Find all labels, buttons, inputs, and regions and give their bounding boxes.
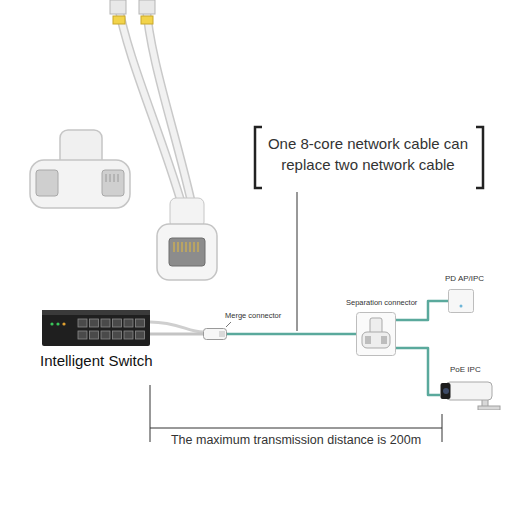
node-label: Intelligent Switch — [40, 352, 153, 369]
merge-connector-node: Merge connector — [203, 328, 227, 340]
device-icon — [113, 319, 122, 327]
port-pins — [106, 174, 118, 182]
device-icon — [124, 331, 133, 339]
device-icon — [203, 328, 227, 340]
device-icon — [478, 406, 500, 410]
label-anchor: Intelligent Switch — [40, 352, 153, 370]
device-icon — [101, 319, 110, 327]
device-icon — [50, 322, 53, 325]
leader-line — [226, 322, 231, 327]
device-icon — [42, 310, 150, 346]
device-icon — [204, 329, 227, 340]
device-icon — [62, 322, 65, 325]
cable-outline — [146, 4, 192, 205]
device-icon — [78, 331, 87, 339]
splitter-port — [102, 170, 124, 196]
title-bracket — [476, 127, 483, 188]
camera-node: PoE IPC — [440, 380, 502, 410]
device-icon — [219, 331, 225, 337]
switch-node: Intelligent Switch — [42, 310, 150, 346]
yellow-band — [141, 16, 153, 24]
separation-connector-node: Separation connector — [356, 312, 396, 356]
rj45-plug — [110, 0, 126, 14]
splitter-port — [36, 170, 58, 196]
device-icon — [90, 331, 99, 339]
label-anchor: Separation connector — [346, 291, 417, 309]
yellow-band — [113, 16, 125, 24]
device-icon — [460, 305, 463, 308]
device-icon — [449, 290, 474, 313]
device-icon — [42, 310, 150, 315]
jack-opening — [169, 238, 205, 266]
rj45-jack-housing — [157, 224, 217, 280]
node-label: PoE IPC — [450, 365, 481, 374]
device-icon — [381, 336, 387, 344]
device-icon — [357, 313, 396, 356]
device-icon — [440, 380, 502, 410]
label-anchor: PoE IPC — [450, 358, 481, 376]
switch-cable — [150, 322, 203, 332]
device-icon — [78, 319, 87, 327]
pointer-line — [297, 192, 298, 331]
distance-label: The maximum transmission distance is 200… — [150, 433, 442, 447]
device-icon — [136, 319, 145, 327]
title-bracket — [255, 127, 262, 188]
device-icon — [136, 331, 145, 339]
cable-connector — [227, 333, 356, 336]
node-label: PD AP/IPC — [445, 274, 484, 283]
t-splitter-illustration — [30, 130, 130, 208]
device-icon — [56, 322, 59, 325]
node-label: Separation connector — [346, 298, 417, 307]
device-icon — [441, 383, 451, 399]
ap-device-node: PD AP/IPC — [448, 289, 474, 313]
device-icon — [443, 388, 449, 394]
device-icon — [113, 331, 122, 339]
cable-connector — [150, 333, 203, 336]
device-icon — [101, 331, 110, 339]
device-icon — [90, 319, 99, 327]
device-icon — [124, 319, 133, 327]
cable — [146, 4, 192, 205]
device-icon — [356, 312, 396, 356]
y-cable-illustration — [110, 0, 217, 280]
device-icon — [448, 289, 474, 313]
device-icon — [446, 382, 492, 400]
cable-connector — [396, 348, 440, 395]
node-label: Merge connector — [225, 311, 281, 320]
device-icon — [42, 312, 150, 346]
device-icon — [365, 336, 371, 344]
jack-pins — [174, 242, 198, 252]
title-text: One 8-core network cable can replace two… — [260, 133, 476, 175]
splitter-body — [30, 160, 130, 208]
label-anchor: Merge connector — [225, 304, 281, 322]
label-anchor: PD AP/IPC — [445, 267, 484, 285]
device-icon — [362, 332, 390, 348]
rj45-plug — [139, 0, 155, 14]
